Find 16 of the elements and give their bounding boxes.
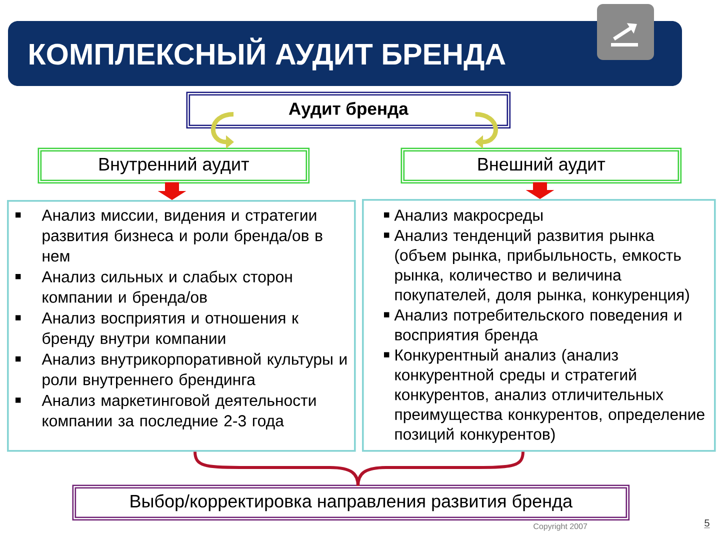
list-item: Анализ миссии, видения и стратегии развития бизнеса и роли бренда/ов в нем [42,210,322,262]
result-box: Выбор/корректировка направления развития бренда [72,484,630,521]
list-item: Конкурентный анализ (анализ конкурентной среды и стратегий конкурентов, анализ отличительных преимущества конкурентов, определение позиций конкурентов) [395,348,704,443]
list-item: Анализ восприятия и отношения к бренду внутри компании [42,312,299,348]
list-item: Анализ потребительского поведения и восприятия бренда [394,308,682,344]
list-item: Анализ макросреды [394,210,542,224]
page-number: 5 [704,520,710,528]
title-banner: КОМПЛЕКСНЫЙ АУДИТ БРЕНДА [8,21,682,86]
category-box: Внутренний аудит [38,148,310,184]
list-item: Анализ маркетинговой деятельности компании за последние 2-3 года [42,394,316,430]
category-box: Внешний аудит [400,148,682,184]
list-item: Анализ тенденций развития рынка (объем рынка, прибыльность, емкость рынка, количество и величина покупателей, доля рынка, конкуренция) [394,229,689,304]
curved-arrow [475,112,498,149]
list-item: Анализ внутрикорпоративной культуры и роли внутреннего брендинга [42,352,346,388]
header-box: Аудит бренда [186,92,511,129]
list-item: Анализ сильных и слабых сторон компании и бренда/ов [42,270,292,306]
